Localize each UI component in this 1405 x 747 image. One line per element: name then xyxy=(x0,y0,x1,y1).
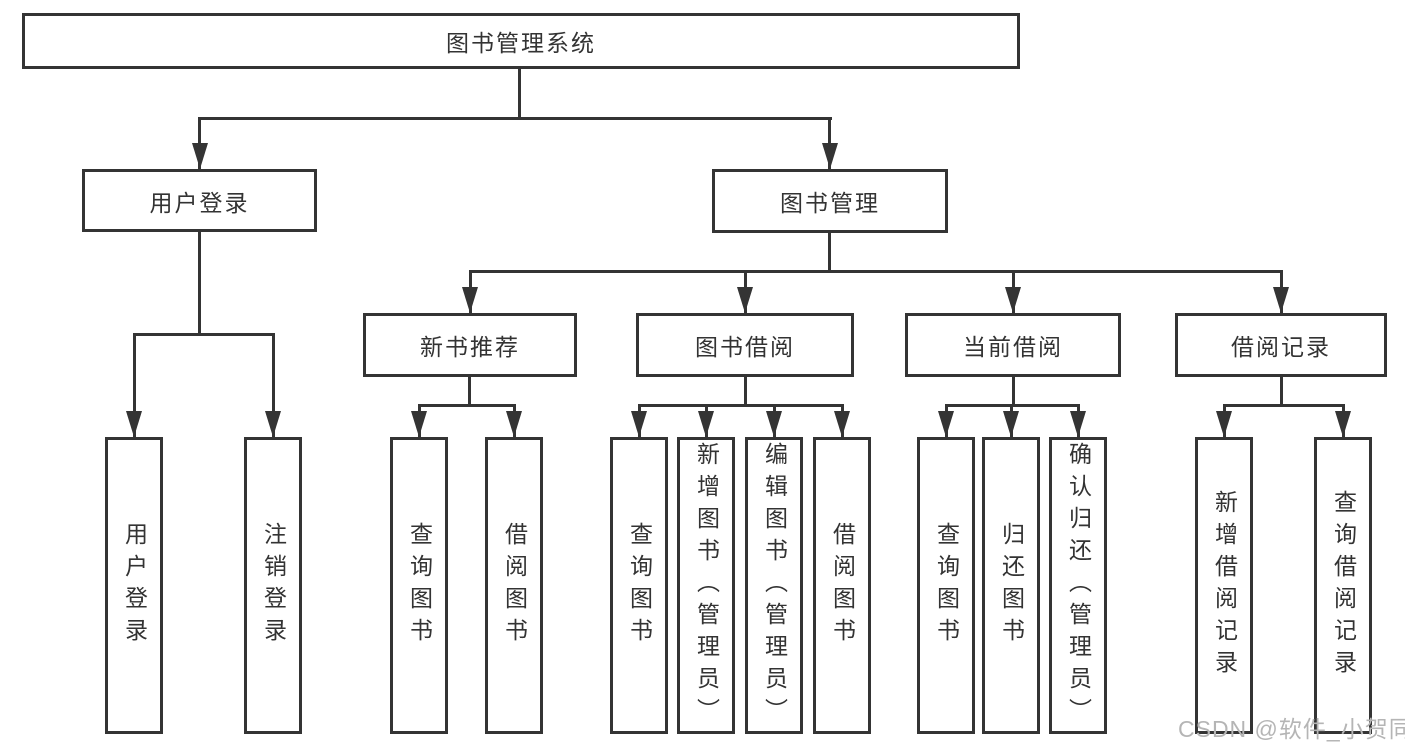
connector-line xyxy=(828,233,831,273)
node-edit-book-admin: 编辑图书（管理员） xyxy=(745,437,803,734)
connector-arrowhead xyxy=(1070,411,1086,437)
connector-line xyxy=(468,377,471,407)
node-book-management: 图书管理 xyxy=(712,169,948,233)
connector-arrowhead xyxy=(1273,287,1289,313)
leaf-label: 确认归还（管理员） xyxy=(1065,441,1092,730)
connector-line xyxy=(1280,377,1283,407)
node-add-borrow-record: 新增借阅记录 xyxy=(1195,437,1253,734)
leaf-label: 查询图书 xyxy=(626,521,653,650)
leaf-label: 归还图书 xyxy=(998,521,1025,650)
node-logout: 注销登录 xyxy=(244,437,302,734)
node-new-book-recommendation: 新书推荐 xyxy=(363,313,577,377)
leaf-label: 新增借阅记录 xyxy=(1211,489,1238,682)
node-book-borrowing: 图书借阅 xyxy=(636,313,854,377)
node-query-books-borrowing: 查询图书 xyxy=(610,437,668,734)
node-confirm-return-admin: 确认归还（管理员） xyxy=(1049,437,1107,734)
connector-arrowhead xyxy=(462,287,478,313)
connector-line xyxy=(134,333,275,336)
node-return-books: 归还图书 xyxy=(982,437,1040,734)
connector-arrowhead xyxy=(737,287,753,313)
connector-line xyxy=(198,232,201,336)
leaf-label: 编辑图书（管理员） xyxy=(761,441,788,730)
connector-line xyxy=(1223,404,1345,407)
node-query-borrow-record: 查询借阅记录 xyxy=(1314,437,1372,734)
node-borrow-books: 借阅图书 xyxy=(813,437,871,734)
connector-arrowhead xyxy=(1005,287,1021,313)
leaf-label: 借阅图书 xyxy=(829,521,856,650)
csdn-watermark: CSDN @软件_小贺同学 xyxy=(1178,716,1405,742)
connector-line xyxy=(418,404,516,407)
connector-arrowhead xyxy=(1335,411,1351,437)
connector-arrowhead xyxy=(192,143,208,169)
leaf-label: 查询图书 xyxy=(406,521,433,650)
node-query-books-recommend: 查询图书 xyxy=(390,437,448,734)
connector-arrowhead xyxy=(1216,411,1232,437)
leaf-label: 注销登录 xyxy=(260,521,287,650)
connector-line xyxy=(744,377,747,407)
node-user-login: 用户登录 xyxy=(105,437,163,734)
connector-arrowhead xyxy=(698,411,714,437)
node-user-login-group: 用户登录 xyxy=(82,169,317,232)
connector-arrowhead xyxy=(1003,411,1019,437)
connector-arrowhead xyxy=(834,411,850,437)
connector-arrowhead xyxy=(506,411,522,437)
connector-line xyxy=(133,333,136,437)
connector-line xyxy=(638,404,844,407)
connector-arrowhead xyxy=(631,411,647,437)
connector-arrowhead xyxy=(265,411,281,437)
connector-arrowhead xyxy=(822,143,838,169)
node-library-management-system: 图书管理系统 xyxy=(22,13,1020,69)
connector-arrowhead xyxy=(766,411,782,437)
connector-line xyxy=(1012,377,1015,407)
connector-line xyxy=(198,117,832,120)
connector-arrowhead xyxy=(938,411,954,437)
node-query-books-current: 查询图书 xyxy=(917,437,975,734)
connector-arrowhead xyxy=(411,411,427,437)
node-add-book-admin: 新增图书（管理员） xyxy=(677,437,735,734)
node-borrow-books-recommend: 借阅图书 xyxy=(485,437,543,734)
node-current-borrowing: 当前借阅 xyxy=(905,313,1121,377)
leaf-label: 借阅图书 xyxy=(501,521,528,650)
connector-line xyxy=(272,333,275,437)
leaf-label: 查询借阅记录 xyxy=(1330,489,1357,682)
leaf-label: 查询图书 xyxy=(933,521,960,650)
node-borrowing-records: 借阅记录 xyxy=(1175,313,1387,377)
leaf-label: 用户登录 xyxy=(121,521,148,650)
connector-line xyxy=(518,68,521,120)
connector-line xyxy=(469,270,1282,273)
connector-arrowhead xyxy=(126,411,142,437)
leaf-label: 新增图书（管理员） xyxy=(693,441,720,730)
